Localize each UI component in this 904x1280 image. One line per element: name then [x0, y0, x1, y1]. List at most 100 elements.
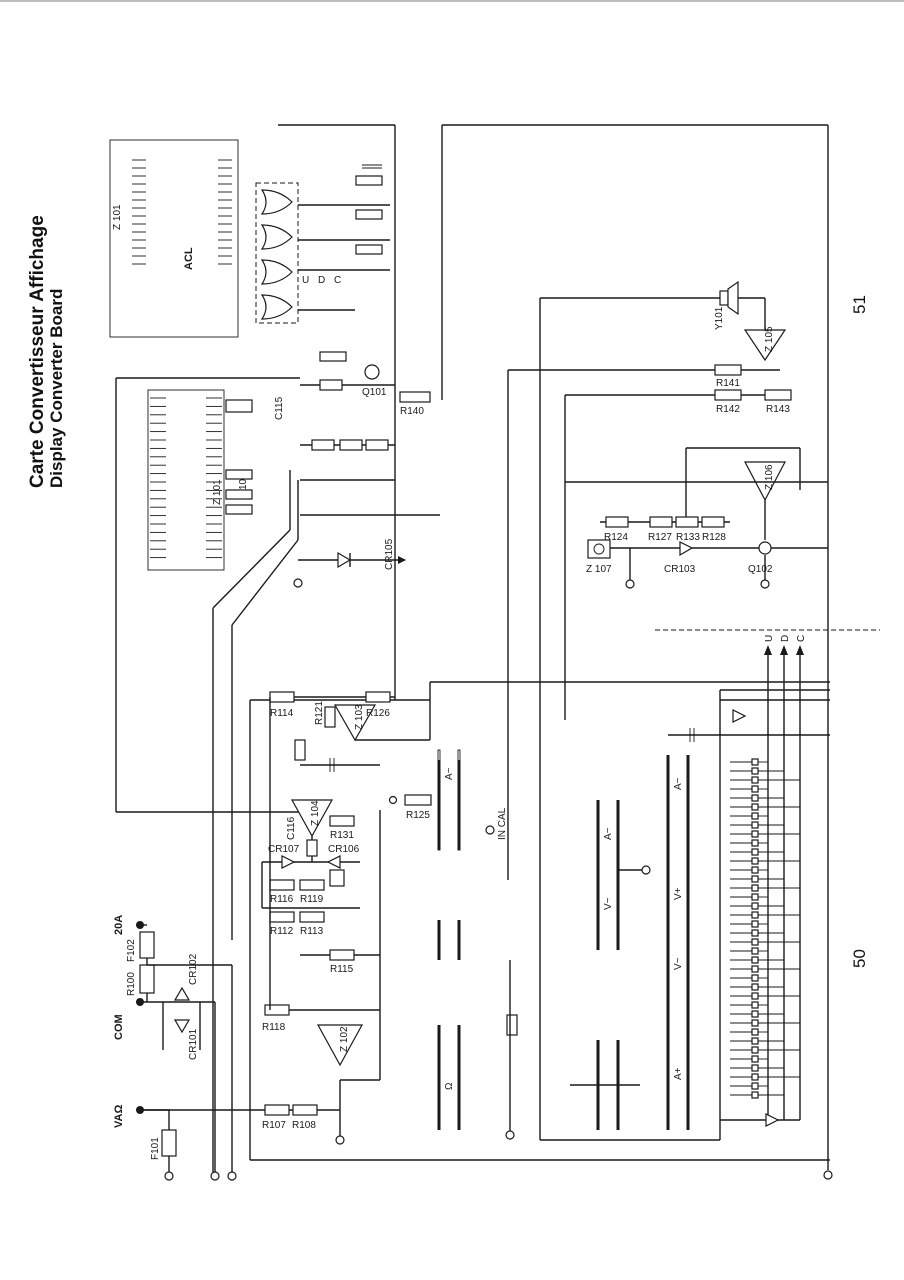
resistor-r110	[294, 739, 306, 761]
resistor-r116	[269, 879, 295, 891]
shunt-r100	[139, 964, 155, 994]
switch-contact-pad	[751, 1028, 759, 1036]
lcd-pin-rows	[132, 159, 232, 265]
resistor-r107	[264, 1104, 290, 1116]
decoder-output-bus: U D C	[719, 635, 830, 1140]
r121-label: R121	[314, 701, 325, 725]
resistor-r131	[329, 815, 355, 827]
ic-d101	[147, 389, 225, 571]
diode-cr101	[173, 1019, 191, 1034]
switch-contact-pad	[751, 1019, 759, 1027]
zener-cr105: CR105	[293, 538, 406, 588]
resistor-r134	[506, 1014, 518, 1036]
input-terminals: VAΩ COM 20A	[113, 915, 144, 1128]
input-protection: F101 F102 R100 CR101 CR102	[126, 924, 237, 1181]
bus-d-label: D	[780, 635, 791, 642]
z103-label: Z 103	[354, 704, 365, 730]
resistor-r115	[329, 949, 355, 961]
c116-label: C116	[286, 816, 297, 840]
deck-b-label: A~	[603, 827, 614, 840]
switch-contact-pad	[751, 1055, 759, 1063]
resistor-r125	[404, 794, 432, 806]
switch-contact-pad	[751, 776, 759, 784]
terminal-supply	[823, 1170, 833, 1180]
r116-label: R116	[270, 894, 294, 905]
xor-gate-2	[260, 224, 293, 250]
terminal-2	[210, 1171, 220, 1181]
resistor-r108	[292, 1104, 318, 1116]
switch-contact-pad	[751, 947, 759, 955]
terminal-8	[760, 579, 770, 589]
r127-label: R127	[648, 532, 672, 543]
r118-label: R118	[262, 1022, 286, 1033]
switch-contact-pad	[751, 812, 759, 820]
switch-contact-pad	[751, 1037, 759, 1045]
resistor-r119	[299, 879, 325, 891]
xor-gate-3	[260, 259, 293, 285]
incal-label: IN CAL	[497, 807, 508, 840]
diode-cr102	[173, 986, 191, 1001]
f101-label: F101	[150, 1137, 161, 1160]
xor-gate-1	[260, 189, 293, 215]
terminal-3	[227, 1171, 237, 1181]
lcd-acl	[109, 139, 239, 338]
cr107-label: CR107	[268, 844, 300, 855]
switch-contact-pad	[751, 785, 759, 793]
resistor-r121	[324, 706, 336, 728]
switch-contact-pad	[751, 929, 759, 937]
r141-label: R141	[716, 378, 740, 389]
switch-contact-pad	[751, 974, 759, 982]
deck-c-vac-label: V~	[673, 957, 684, 970]
cr106-label: CR106	[328, 844, 360, 855]
switch-contact-pad	[751, 884, 759, 892]
deck-c-a-label: A~	[673, 777, 684, 790]
diode-cr104	[732, 709, 747, 723]
switch-contact-pad	[751, 839, 759, 847]
acl-label: ACL	[183, 247, 195, 270]
q102-label: Q102	[748, 564, 773, 575]
c115-label: C115	[274, 396, 285, 420]
rc-network-top	[355, 164, 383, 255]
deck-c-aplus-label: A+	[673, 1067, 684, 1080]
terminal-10	[485, 825, 495, 835]
r124-label: R124	[604, 532, 628, 543]
opamp-z104	[290, 799, 334, 838]
fuse-f102	[139, 931, 155, 959]
r133-label: R133	[676, 532, 700, 543]
cr105-label: CR105	[384, 538, 395, 570]
converter-ic-z101: Z 101 D 101	[147, 389, 253, 571]
buzzer-section: Y101 Z 105 R141 R142 R143	[507, 280, 792, 880]
z107-label: Z 107	[586, 564, 612, 575]
switch-contact-pad	[751, 1046, 759, 1054]
switch-contact-pad	[751, 956, 759, 964]
resistor-r127	[649, 516, 673, 528]
terminal-1	[164, 1171, 174, 1181]
r108-label: R108	[292, 1120, 316, 1131]
scan-top-edge	[0, 0, 904, 2]
diode-cr106	[326, 855, 341, 869]
opamp-z105	[743, 329, 787, 362]
resistor-bank-right: R140 C115 Q101	[274, 351, 440, 516]
analog-front-end: R107 R108 Z 102 R118 CR107 CR106 R116 R1…	[250, 681, 830, 1145]
resistor-r112	[269, 911, 295, 923]
amps20-label: 20A	[113, 915, 125, 935]
switch-contact-pad	[751, 920, 759, 928]
switch-contact-pad	[751, 848, 759, 856]
resistor-r143	[764, 389, 792, 401]
buzzer-y101	[719, 290, 729, 306]
switch-contact-rows	[730, 758, 800, 1099]
fuse-f101	[161, 1129, 177, 1157]
range-switch-decks: A~ R125 IN CAL Ω A~ V~ A~	[388, 728, 720, 1140]
switch-contact-pad	[751, 857, 759, 865]
deck-c-vplus-label: V+	[673, 887, 684, 900]
resistor-r126	[365, 691, 391, 703]
gate-u-label: U	[302, 275, 309, 286]
cr102-label: CR102	[188, 953, 199, 985]
terminal-12	[641, 865, 651, 875]
switch-contact-pad	[751, 875, 759, 883]
gate-package-z101	[255, 182, 299, 324]
transistor-q101	[364, 364, 380, 380]
switch-contact-pad	[751, 830, 759, 838]
z101-label: Z 101	[112, 204, 123, 230]
